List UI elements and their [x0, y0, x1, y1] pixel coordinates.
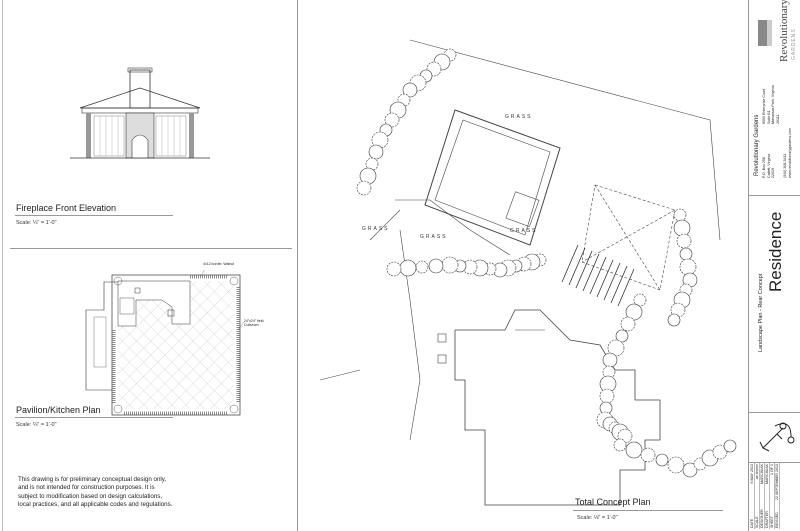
phone: (540) 308-5411	[783, 153, 787, 178]
po-box: P.O. Box 258 Catlett, Virginia 22019	[762, 154, 776, 178]
site-plan-drawing: GRASS GRASS GRASS GRASS	[319, 39, 737, 506]
site-plan-scale: Scale: ⅛" = 1'-0"	[577, 515, 618, 521]
plant-symbol	[679, 247, 693, 261]
disclaimer-line: This drawing is for preliminary conceptu…	[18, 476, 167, 483]
grass-label: GRASS	[362, 226, 390, 232]
plant-symbol	[679, 258, 697, 276]
company-name: Revolutionary Gardens	[754, 114, 760, 176]
plant-symbol	[613, 438, 627, 452]
plant-symbol	[620, 316, 636, 332]
plant-symbol	[384, 112, 400, 128]
elevation-title: Fireplace Front Elevation	[16, 203, 117, 213]
po-line: P.O. Box 258	[762, 157, 766, 178]
disclaimer-line: and is not intended for construction pur…	[18, 484, 155, 492]
plant-symbol	[723, 439, 737, 453]
plant-symbol	[673, 208, 687, 222]
logo-sub: GARDENS	[791, 28, 797, 60]
office-line: 6000 Enterprise Court	[762, 88, 766, 124]
plant-symbol	[682, 462, 698, 478]
plant-symbol	[599, 388, 615, 404]
plant-symbol	[615, 329, 629, 343]
office-address: 6000 Enterprise Court Suite B1 Manassas …	[762, 85, 780, 124]
plant-symbol	[625, 441, 643, 459]
plant-symbol	[386, 261, 402, 277]
title-block-divider	[749, 462, 800, 463]
pavilion-plan-drawing	[85, 270, 245, 416]
info-label: REVISED	[774, 505, 780, 529]
plant-symbol	[640, 447, 656, 463]
plan-scale: Scale: ¼" = 1'-0"	[16, 422, 57, 428]
logo	[758, 20, 772, 46]
grass-label: GRASS	[505, 114, 533, 120]
panel-divider	[297, 0, 298, 531]
title-block-border	[748, 0, 749, 531]
website: www.revolutionarygardens.com	[788, 128, 792, 178]
plant-symbol	[356, 180, 372, 196]
plant-symbol	[441, 256, 459, 274]
office-line: 20111	[775, 114, 780, 124]
project-name: Residence	[766, 211, 785, 292]
disclaimer-line: local practices, and all applicable code…	[18, 501, 173, 509]
plant-symbol	[633, 293, 647, 307]
plant-symbol	[667, 456, 685, 474]
elevation-title-rule	[15, 215, 173, 216]
plant-symbol	[399, 259, 417, 277]
plant-symbol	[415, 260, 429, 274]
sheet-subtitle: Landscape Plan - Rear Concept	[758, 273, 764, 352]
grass-label: GRASS	[510, 228, 538, 234]
plant-symbol	[676, 233, 692, 249]
plant-symbol	[673, 219, 691, 237]
site-plan-title: Total Concept Plan	[575, 497, 651, 507]
office-line: Manassas Park, Virginia	[771, 85, 775, 124]
disclaimer-note: This drawing is for preliminary conceptu…	[18, 476, 288, 510]
title-block-divider	[749, 195, 800, 196]
plant-symbol	[655, 453, 669, 467]
info-value: 22 SEPTEMBER 2013	[774, 463, 780, 506]
plan-title-rule	[15, 417, 173, 418]
elevation-scale: Scale: ¼" = 1'-0"	[16, 220, 57, 226]
callout-field: 24"x24" field, Coliseum	[244, 319, 265, 327]
po-line: 22019	[771, 168, 775, 178]
plant-symbol	[712, 444, 728, 460]
info-label: DESIGNER	[759, 505, 765, 529]
plant-symbol	[602, 352, 618, 368]
disclaimer-line: subject to modification based on design …	[18, 492, 163, 500]
fireplace-elevation-drawing	[70, 67, 210, 159]
plant-symbol	[402, 82, 418, 98]
plan-title: Pavilion/Kitchen Plan	[16, 405, 101, 415]
logo-text: Revolutionary	[778, 0, 790, 62]
callout-border: 4x12 border, Walnut	[203, 262, 235, 266]
plant-symbol	[368, 144, 384, 160]
section-divider	[10, 248, 292, 249]
plant-symbol	[667, 313, 681, 327]
title-block-divider	[749, 412, 800, 413]
grass-label: GRASS	[420, 234, 448, 240]
site-plan-title-rule	[573, 510, 723, 511]
north-arrow-icon	[759, 422, 795, 452]
plant-symbol	[428, 258, 444, 274]
left-border	[2, 0, 3, 531]
